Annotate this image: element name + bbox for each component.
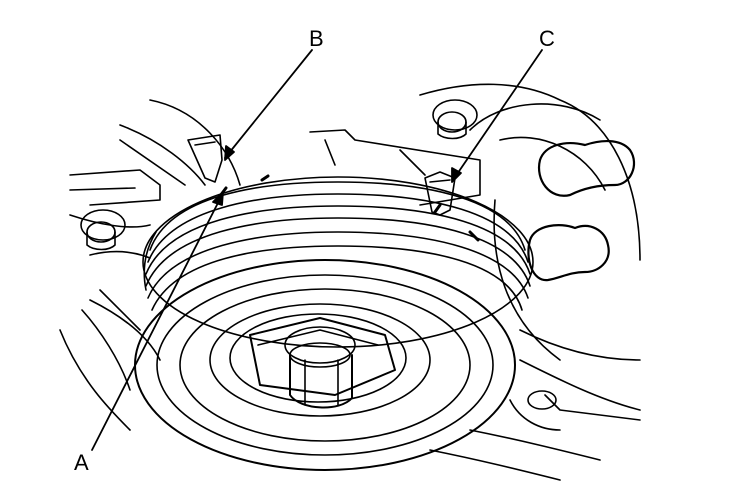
timing-pointer-c	[424, 171, 456, 216]
housing-bolt-left	[80, 209, 126, 251]
leader-lines	[91, 49, 543, 451]
leader-line-b	[224, 49, 313, 159]
crankshaft-pulley	[134, 174, 534, 471]
arrow-head-b	[224, 145, 235, 161]
timing-pointer-b	[187, 134, 223, 183]
callout-label-a: A	[74, 450, 89, 475]
housing-cutouts	[527, 140, 636, 282]
housing-bolt-top	[432, 99, 478, 140]
leader-line-c	[452, 49, 543, 181]
housing-bolt-bottom-right	[527, 390, 557, 410]
callout-label-c: C	[539, 26, 555, 51]
arrow-head-c	[451, 167, 462, 183]
callout-label-b: B	[309, 26, 324, 51]
engine-housing	[59, 83, 641, 481]
arrow-head-a	[212, 191, 224, 206]
center-bolt	[284, 326, 356, 409]
leader-line-a	[91, 194, 223, 451]
